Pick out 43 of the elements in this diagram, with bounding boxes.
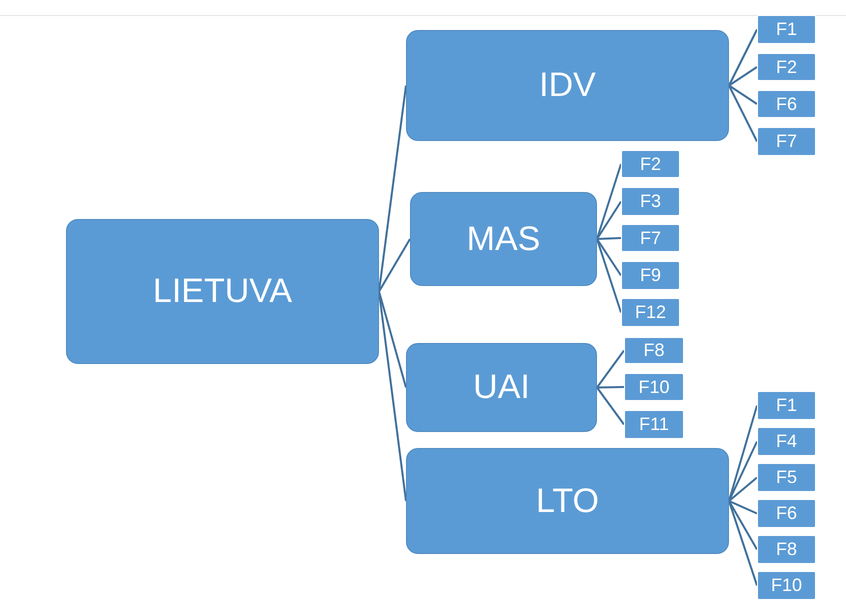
connector-line: [596, 386, 624, 388]
connector-line: [378, 85, 407, 292]
connector-line: [596, 164, 622, 240]
connector-line: [596, 386, 625, 426]
item-box: F6: [757, 90, 816, 118]
item-box: F3: [621, 187, 680, 216]
item-box: F7: [757, 127, 816, 156]
item-box: F6: [757, 499, 816, 528]
connector-line: [728, 29, 758, 86]
connector-line: [378, 238, 411, 292]
item-box: F2: [621, 150, 680, 178]
item-box: F7: [621, 224, 680, 252]
connector-line: [596, 200, 622, 240]
item-box: F12: [621, 298, 680, 327]
item-box: F9: [621, 261, 680, 290]
connector-line: [728, 85, 758, 142]
connector-line: [378, 291, 407, 502]
item-box: F4: [757, 427, 816, 456]
item-box: F2: [757, 53, 816, 81]
connector-line: [596, 238, 622, 313]
category-box: LIETUVA: [66, 219, 379, 364]
item-box: F8: [757, 535, 816, 564]
category-box: LTO: [406, 448, 729, 554]
connector-line: [728, 66, 758, 86]
item-box: F8: [624, 337, 684, 364]
connector-line: [378, 291, 407, 388]
connector-line: [728, 84, 758, 105]
item-box: F1: [757, 391, 816, 420]
connector-line: [596, 350, 625, 388]
item-box: F5: [757, 463, 816, 492]
connector-line: [728, 500, 758, 550]
connector-line: [596, 237, 622, 240]
connector-line: [728, 500, 758, 514]
item-box: F11: [624, 410, 684, 439]
connector-line: [596, 238, 622, 276]
item-box: F10: [757, 571, 816, 600]
category-box: UAI: [406, 343, 597, 432]
connector-line: [728, 476, 758, 502]
item-box: F1: [757, 15, 816, 44]
category-box: MAS: [410, 192, 597, 286]
category-box: IDV: [406, 30, 729, 141]
item-box: F10: [624, 373, 684, 401]
connector-line: [728, 441, 758, 502]
